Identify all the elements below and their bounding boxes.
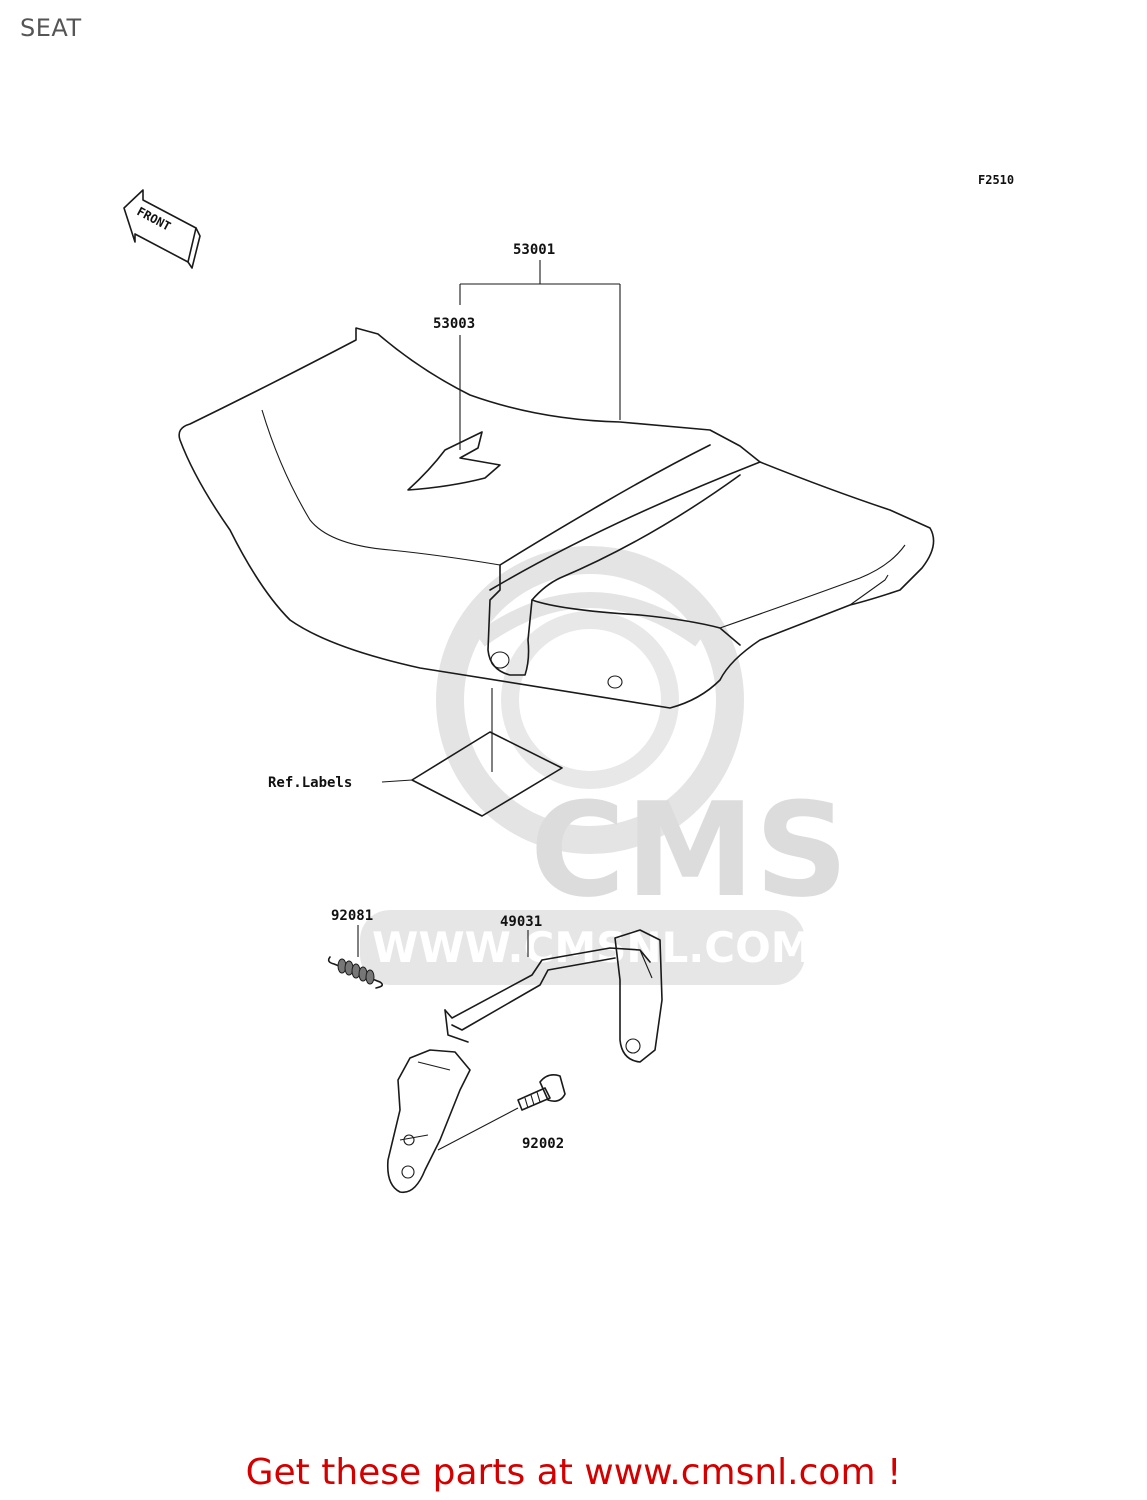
leader-lines [357,260,621,1151]
bolt-part [517,1074,566,1111]
promo-link[interactable]: Get these parts at www.cmsnl.com ! [245,1452,902,1493]
callout-53001: 53001 [513,242,555,258]
watermark: CMS WWW.CMSNL.COM [360,546,848,985]
seat-lock-hook-part [386,929,663,1194]
watermark-brand: CMS [530,774,848,926]
front-arrow-icon: FRONT [123,189,201,269]
front-label: FRONT [135,204,173,233]
callout-49031: 49031 [500,914,542,930]
callout-53003: 53003 [433,316,475,332]
ref-labels-sheet [411,731,563,817]
spring-part [327,956,384,989]
figure-code: F2510 [978,173,1014,187]
callout-92002: 92002 [522,1136,564,1152]
seat-assembly [178,327,935,709]
page-title: SEAT [20,14,82,42]
watermark-url: WWW.CMSNL.COM [372,923,813,972]
callout-92081: 92081 [331,908,373,924]
callout-ref-labels: Ref.Labels [268,775,352,791]
